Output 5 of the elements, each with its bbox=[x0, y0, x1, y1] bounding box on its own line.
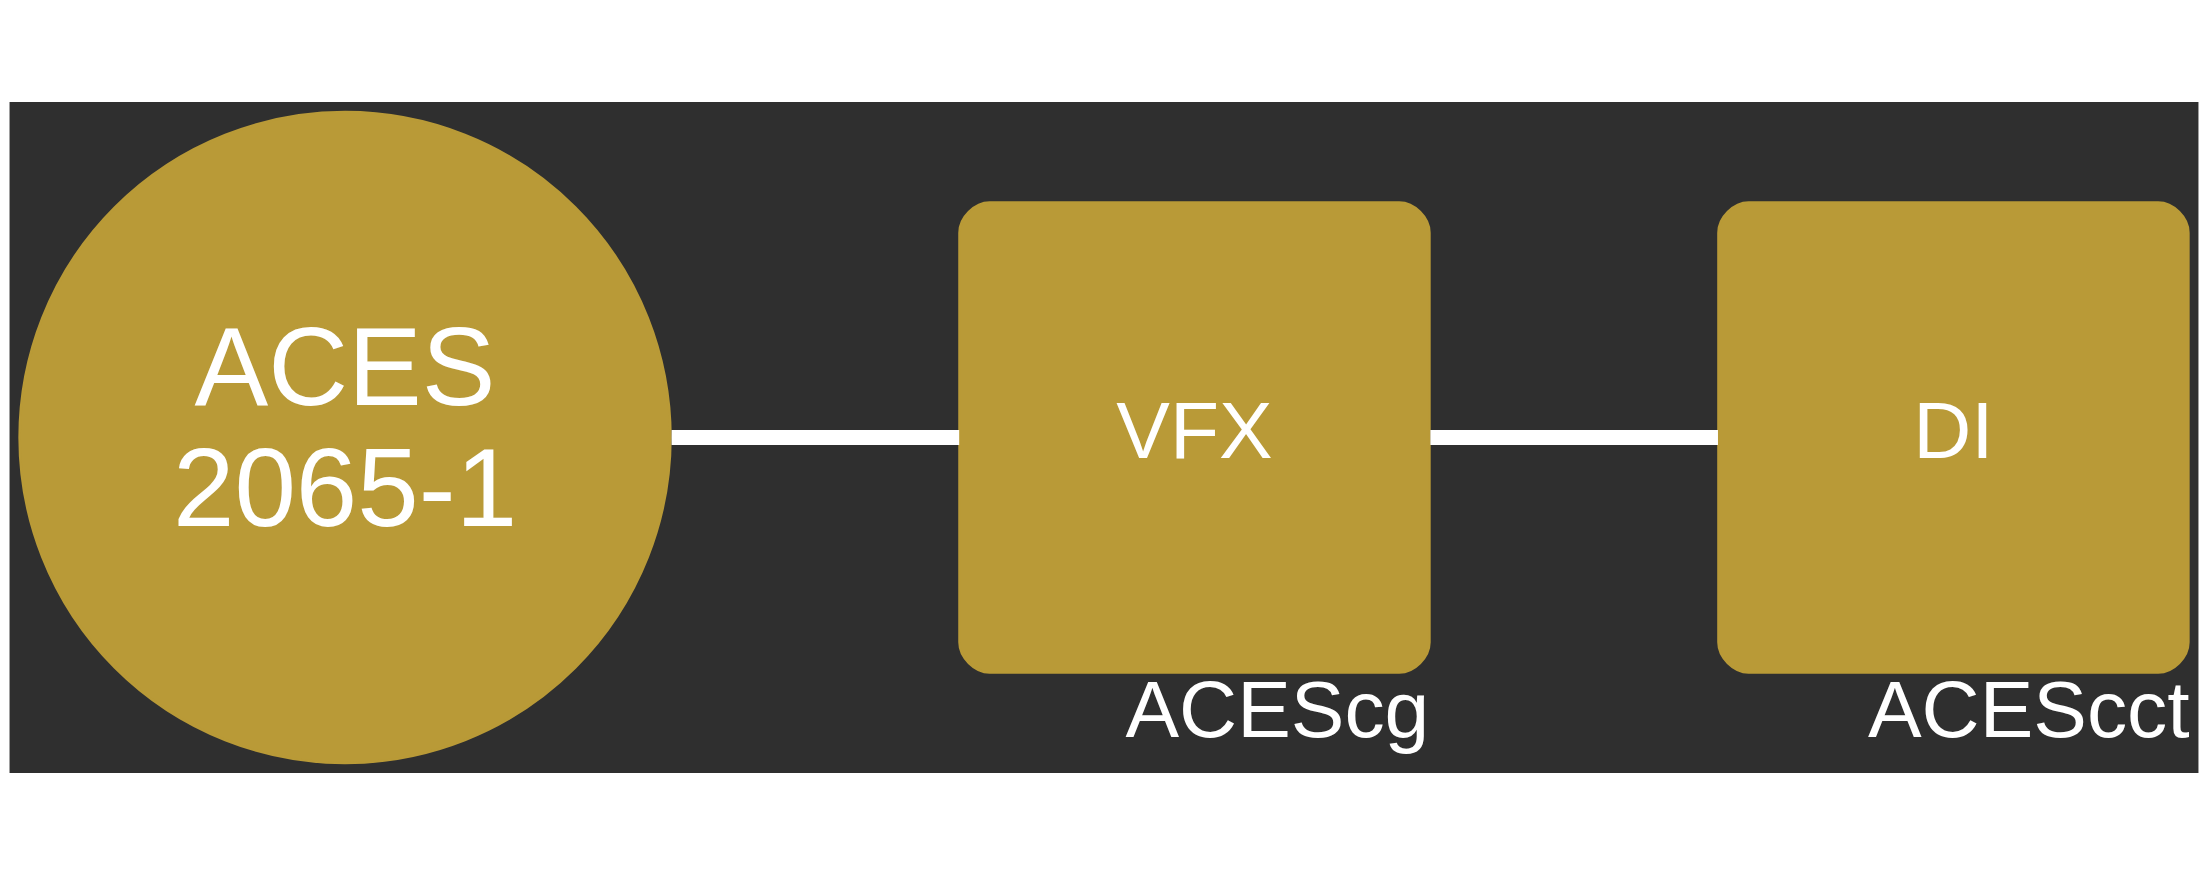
connector bbox=[671, 429, 960, 446]
node-box: VFX bbox=[958, 201, 1431, 674]
node-box: DI bbox=[1717, 201, 2190, 674]
connector bbox=[1430, 429, 1718, 446]
node-circle: ACES 2065-1 bbox=[18, 110, 672, 765]
